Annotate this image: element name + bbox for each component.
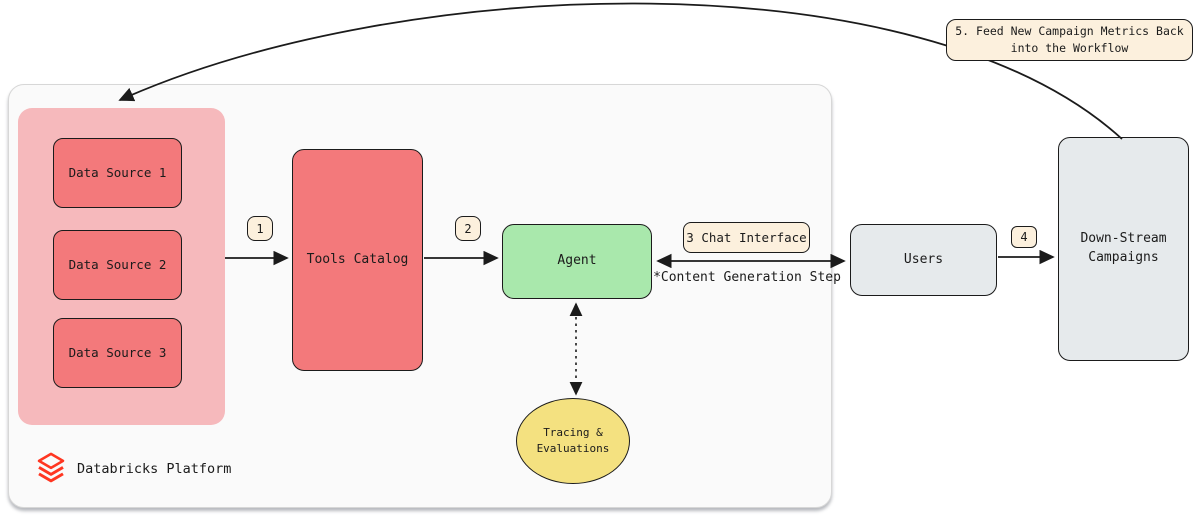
node-label: Users xyxy=(903,251,944,267)
node-label: Tracing & xyxy=(543,426,603,440)
databricks-logo-icon xyxy=(36,452,66,486)
databricks-brand: Databricks Platform xyxy=(36,452,231,486)
node-label: Agent xyxy=(557,253,597,269)
node-label: Data Source 1 xyxy=(68,164,167,180)
step-label: 5. Feed New Campaign Metrics Back xyxy=(955,24,1184,39)
step-2-badge: 2 xyxy=(455,216,481,241)
node-downstream-campaigns: Down-Stream Campaigns xyxy=(1058,137,1189,361)
content-generation-annotation: *Content Generation Step xyxy=(653,270,841,285)
node-label: Evaluations xyxy=(536,442,610,455)
step-label: 4 xyxy=(1020,230,1028,244)
node-label: Down-Stream xyxy=(1080,231,1167,247)
step-1-badge: 1 xyxy=(247,216,273,241)
step-5-feedback-badge: 5. Feed New Campaign Metrics Back into t… xyxy=(946,19,1193,61)
step-label: into the Workflow xyxy=(1010,41,1129,55)
node-data-source-1: Data Source 1 xyxy=(53,138,182,208)
node-tracing-evaluations: Tracing & Evaluations xyxy=(516,398,630,484)
node-label: Data Source 3 xyxy=(68,344,167,360)
node-data-source-3: Data Source 3 xyxy=(53,318,182,388)
node-label: Data Source 2 xyxy=(68,256,167,272)
node-label: Campaigns xyxy=(1088,250,1159,265)
node-tools-catalog: Tools Catalog xyxy=(292,149,423,371)
step-label: 1 xyxy=(256,221,264,236)
step-label: 2 xyxy=(464,221,472,236)
step-4-badge: 4 xyxy=(1011,226,1037,248)
node-data-source-2: Data Source 2 xyxy=(53,230,182,300)
node-agent: Agent xyxy=(502,224,652,299)
node-users: Users xyxy=(850,224,997,296)
node-label: Tools Catalog xyxy=(306,251,409,267)
step-3-chat-interface-badge: 3 Chat Interface xyxy=(683,222,810,253)
step-label: 3 Chat Interface xyxy=(686,230,807,245)
platform-label: Databricks Platform xyxy=(77,461,232,477)
